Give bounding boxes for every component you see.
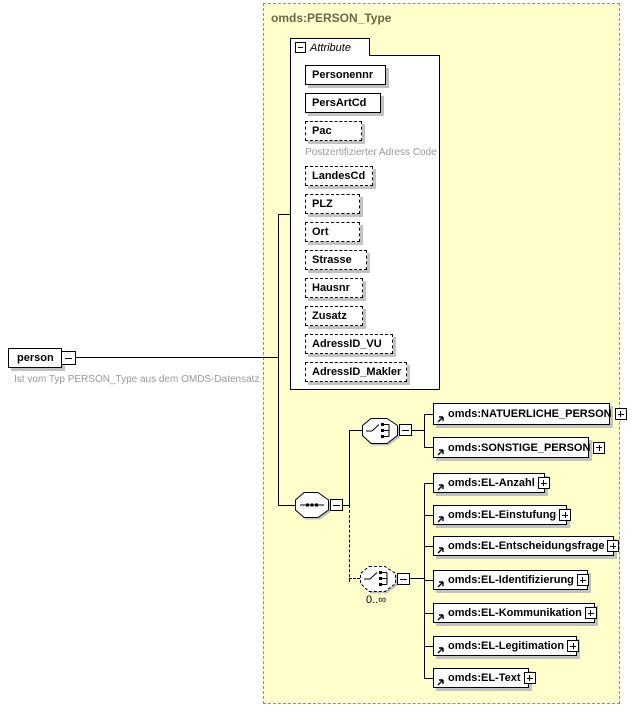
connector-line <box>424 414 433 415</box>
attribute-label: LandesCd <box>312 170 366 182</box>
expand-icon[interactable] <box>576 574 589 586</box>
attribute-label: AdressID_Makler <box>312 366 402 378</box>
expand-icon[interactable] <box>614 408 627 420</box>
element-label: omds:EL-Kommunikation <box>448 607 582 619</box>
reference-arrow-icon <box>437 547 444 554</box>
connector-line <box>424 613 433 614</box>
element-omds-el-identifizierung[interactable]: omds:EL-Identifizierung <box>433 570 589 590</box>
element-annotation: Ist vom Typ PERSON_Type aus dem OMDS-Dat… <box>14 374 260 385</box>
connector-line <box>410 578 425 579</box>
element-omds-el-anzahl[interactable]: omds:EL-Anzahl <box>433 473 550 493</box>
connector-line <box>424 580 433 581</box>
collapse-icon[interactable] <box>295 42 306 53</box>
connector-line <box>424 646 433 647</box>
attribute-adressid-vu[interactable]: AdressID_VU <box>305 334 393 354</box>
expand-icon[interactable] <box>537 477 550 489</box>
element-label: omds:EL-Legitimation <box>448 640 565 652</box>
attribute-label: Pac <box>312 125 332 137</box>
attribute-adressid-makler[interactable]: AdressID_Makler <box>305 362 407 382</box>
element-omds-natuerliche-person[interactable]: omds:NATUERLICHE_PERSON <box>433 403 627 425</box>
expand-icon[interactable] <box>607 540 620 552</box>
element-label: omds:SONSTIGE_PERSON <box>448 441 591 454</box>
connector-line-optional <box>349 505 350 582</box>
connector-line <box>349 430 350 505</box>
element-omds-el-entscheidungsfrage[interactable]: omds:EL-Entscheidungsfrage <box>433 536 620 556</box>
reference-arrow-icon <box>437 516 444 523</box>
attribute-label: PLZ <box>312 198 333 210</box>
element-label: omds:NATUERLICHE_PERSON <box>448 408 612 420</box>
expand-icon[interactable] <box>584 607 597 619</box>
connector-line-optional <box>349 578 364 579</box>
choice-icon[interactable] <box>362 418 404 449</box>
connector-line <box>412 430 425 431</box>
reference-arrow-icon <box>437 647 444 654</box>
attribute-ort[interactable]: Ort <box>305 222 360 242</box>
attribute-plz[interactable]: PLZ <box>305 194 360 214</box>
attribute-label: PersArtCd <box>312 97 367 109</box>
reference-arrow-icon <box>437 679 444 686</box>
attribute-pac[interactable]: Pac <box>305 121 362 141</box>
element-omds-el-einstufung[interactable]: omds:EL-Einstufung <box>433 505 572 525</box>
connector-line <box>343 505 350 506</box>
reference-arrow-icon <box>437 614 444 621</box>
attribute-label: AdressID_VU <box>312 338 382 350</box>
attribute-header-label: Attribute <box>310 41 351 54</box>
element-omds-sonstige-person[interactable]: omds:SONSTIGE_PERSON <box>433 437 606 458</box>
expand-icon[interactable] <box>523 672 536 684</box>
attribute-persartcd[interactable]: PersArtCd <box>305 93 381 113</box>
collapse-icon[interactable] <box>399 424 412 436</box>
element-omds-el-legitimation[interactable]: omds:EL-Legitimation <box>433 636 580 656</box>
reference-arrow-icon <box>437 484 444 491</box>
connector-line <box>424 447 433 448</box>
collapse-icon[interactable] <box>330 499 343 511</box>
connector-line <box>424 515 433 516</box>
element-omds-el-kommunikation[interactable]: omds:EL-Kommunikation <box>433 603 597 623</box>
connector-line <box>349 430 363 431</box>
attribute-tab[interactable]: Attribute <box>290 38 370 56</box>
expand-icon[interactable] <box>567 640 580 652</box>
expand-icon[interactable] <box>559 509 572 521</box>
expand-icon[interactable] <box>593 441 606 454</box>
element-label: omds:EL-Anzahl <box>448 477 535 489</box>
sequence-icon[interactable] <box>295 492 335 524</box>
attribute-label: Zusatz <box>312 310 347 322</box>
reference-arrow-icon <box>437 449 444 456</box>
collapse-icon[interactable] <box>397 573 410 585</box>
element-omds-el-text[interactable]: omds:EL-Text <box>433 668 536 688</box>
attribute-personennr[interactable]: Personennr <box>305 65 386 85</box>
attribute-hausnr[interactable]: Hausnr <box>305 278 363 298</box>
attribute-label: Strasse <box>312 254 352 266</box>
reference-arrow-icon <box>437 416 444 423</box>
element-label: omds:EL-Text <box>448 672 521 684</box>
occurrence-label: 0..∞ <box>366 594 387 606</box>
attribute-label: Ort <box>312 226 329 238</box>
element-label: omds:EL-Identifizierung <box>448 574 574 586</box>
element-person[interactable]: person <box>8 348 62 368</box>
attribute-landescd[interactable]: LandesCd <box>305 166 373 186</box>
connector-line <box>278 505 296 506</box>
connector-line <box>424 483 433 484</box>
connector-line <box>424 678 433 679</box>
connector-line <box>75 357 279 358</box>
connector-line <box>278 214 279 506</box>
connector-line <box>424 546 433 547</box>
connector-line <box>424 414 425 448</box>
attribute-strasse[interactable]: Strasse <box>305 250 367 270</box>
complex-type-title: omds:PERSON_Type <box>271 11 392 25</box>
connector-line <box>278 214 290 215</box>
element-label: omds:EL-Entscheidungsfrage <box>448 540 605 552</box>
reference-arrow-icon <box>437 581 444 588</box>
choice-icon-optional[interactable] <box>360 566 402 597</box>
attribute-label: Personennr <box>312 69 374 81</box>
attribute-zusatz[interactable]: Zusatz <box>305 306 363 326</box>
attribute-label: Hausnr <box>312 282 350 294</box>
collapse-icon[interactable] <box>61 351 76 365</box>
element-label: person <box>17 352 54 364</box>
element-label: omds:EL-Einstufung <box>448 509 557 521</box>
attribute-annotation: Postzertifizierter Adress Code <box>305 147 437 158</box>
